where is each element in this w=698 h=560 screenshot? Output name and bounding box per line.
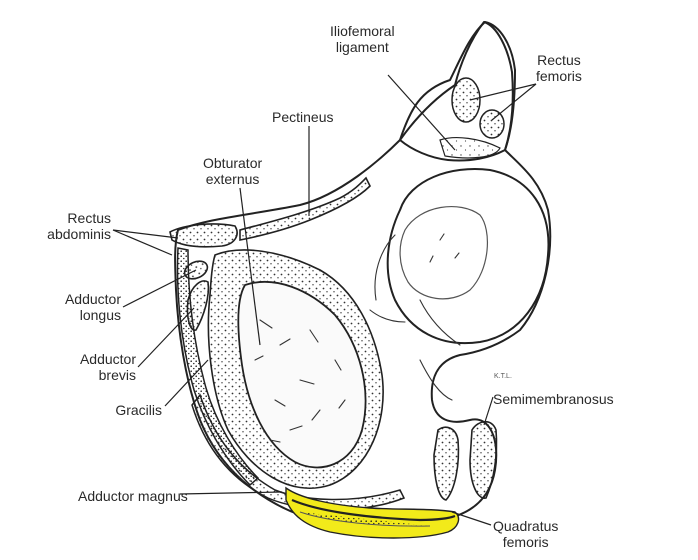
- label-pectineus: Pectineus: [272, 109, 334, 125]
- label-iliofemoral-ligament: Iliofemoral ligament: [330, 23, 395, 55]
- obturator-membrane: [237, 281, 367, 469]
- label-semimembranosus: Semimembranosus: [493, 391, 614, 407]
- quadratus-femoris-attachment: [433, 426, 460, 501]
- iliofemoral-ligament-area: [439, 137, 501, 159]
- label-adductor-longus: Adductor longus: [64, 291, 121, 323]
- rectus-femoris-attachment-lower: [479, 109, 505, 139]
- label-rectus-abdominis: Rectus abdominis: [47, 210, 111, 242]
- artist-initials: K.T.L.: [494, 373, 512, 380]
- semimembranosus-attachment: [469, 420, 498, 499]
- highlighted-adductor-magnus-region: [285, 486, 460, 539]
- acetabulum-rim: [386, 168, 550, 345]
- label-rectus-femoris: Rectus femoris: [536, 52, 582, 84]
- leader-lines: [112, 74, 537, 526]
- rectus-femoris-attachment-upper: [451, 77, 481, 123]
- adductor-magnus-attachment: [191, 393, 406, 511]
- label-adductor-brevis: Adductor brevis: [79, 351, 136, 383]
- label-gracilis: Gracilis: [115, 402, 162, 418]
- hip-bone-outline: [174, 21, 552, 528]
- rectus-abdominis-attachment: [169, 223, 238, 248]
- label-adductor-magnus: Adductor magnus: [78, 488, 188, 504]
- pectineus-attachment: [239, 176, 371, 241]
- label-quadratus-femoris: Quadratus femoris: [493, 518, 559, 550]
- label-obturator-externus: Obturator externus: [203, 155, 263, 187]
- acetabular-fossa: [399, 206, 489, 300]
